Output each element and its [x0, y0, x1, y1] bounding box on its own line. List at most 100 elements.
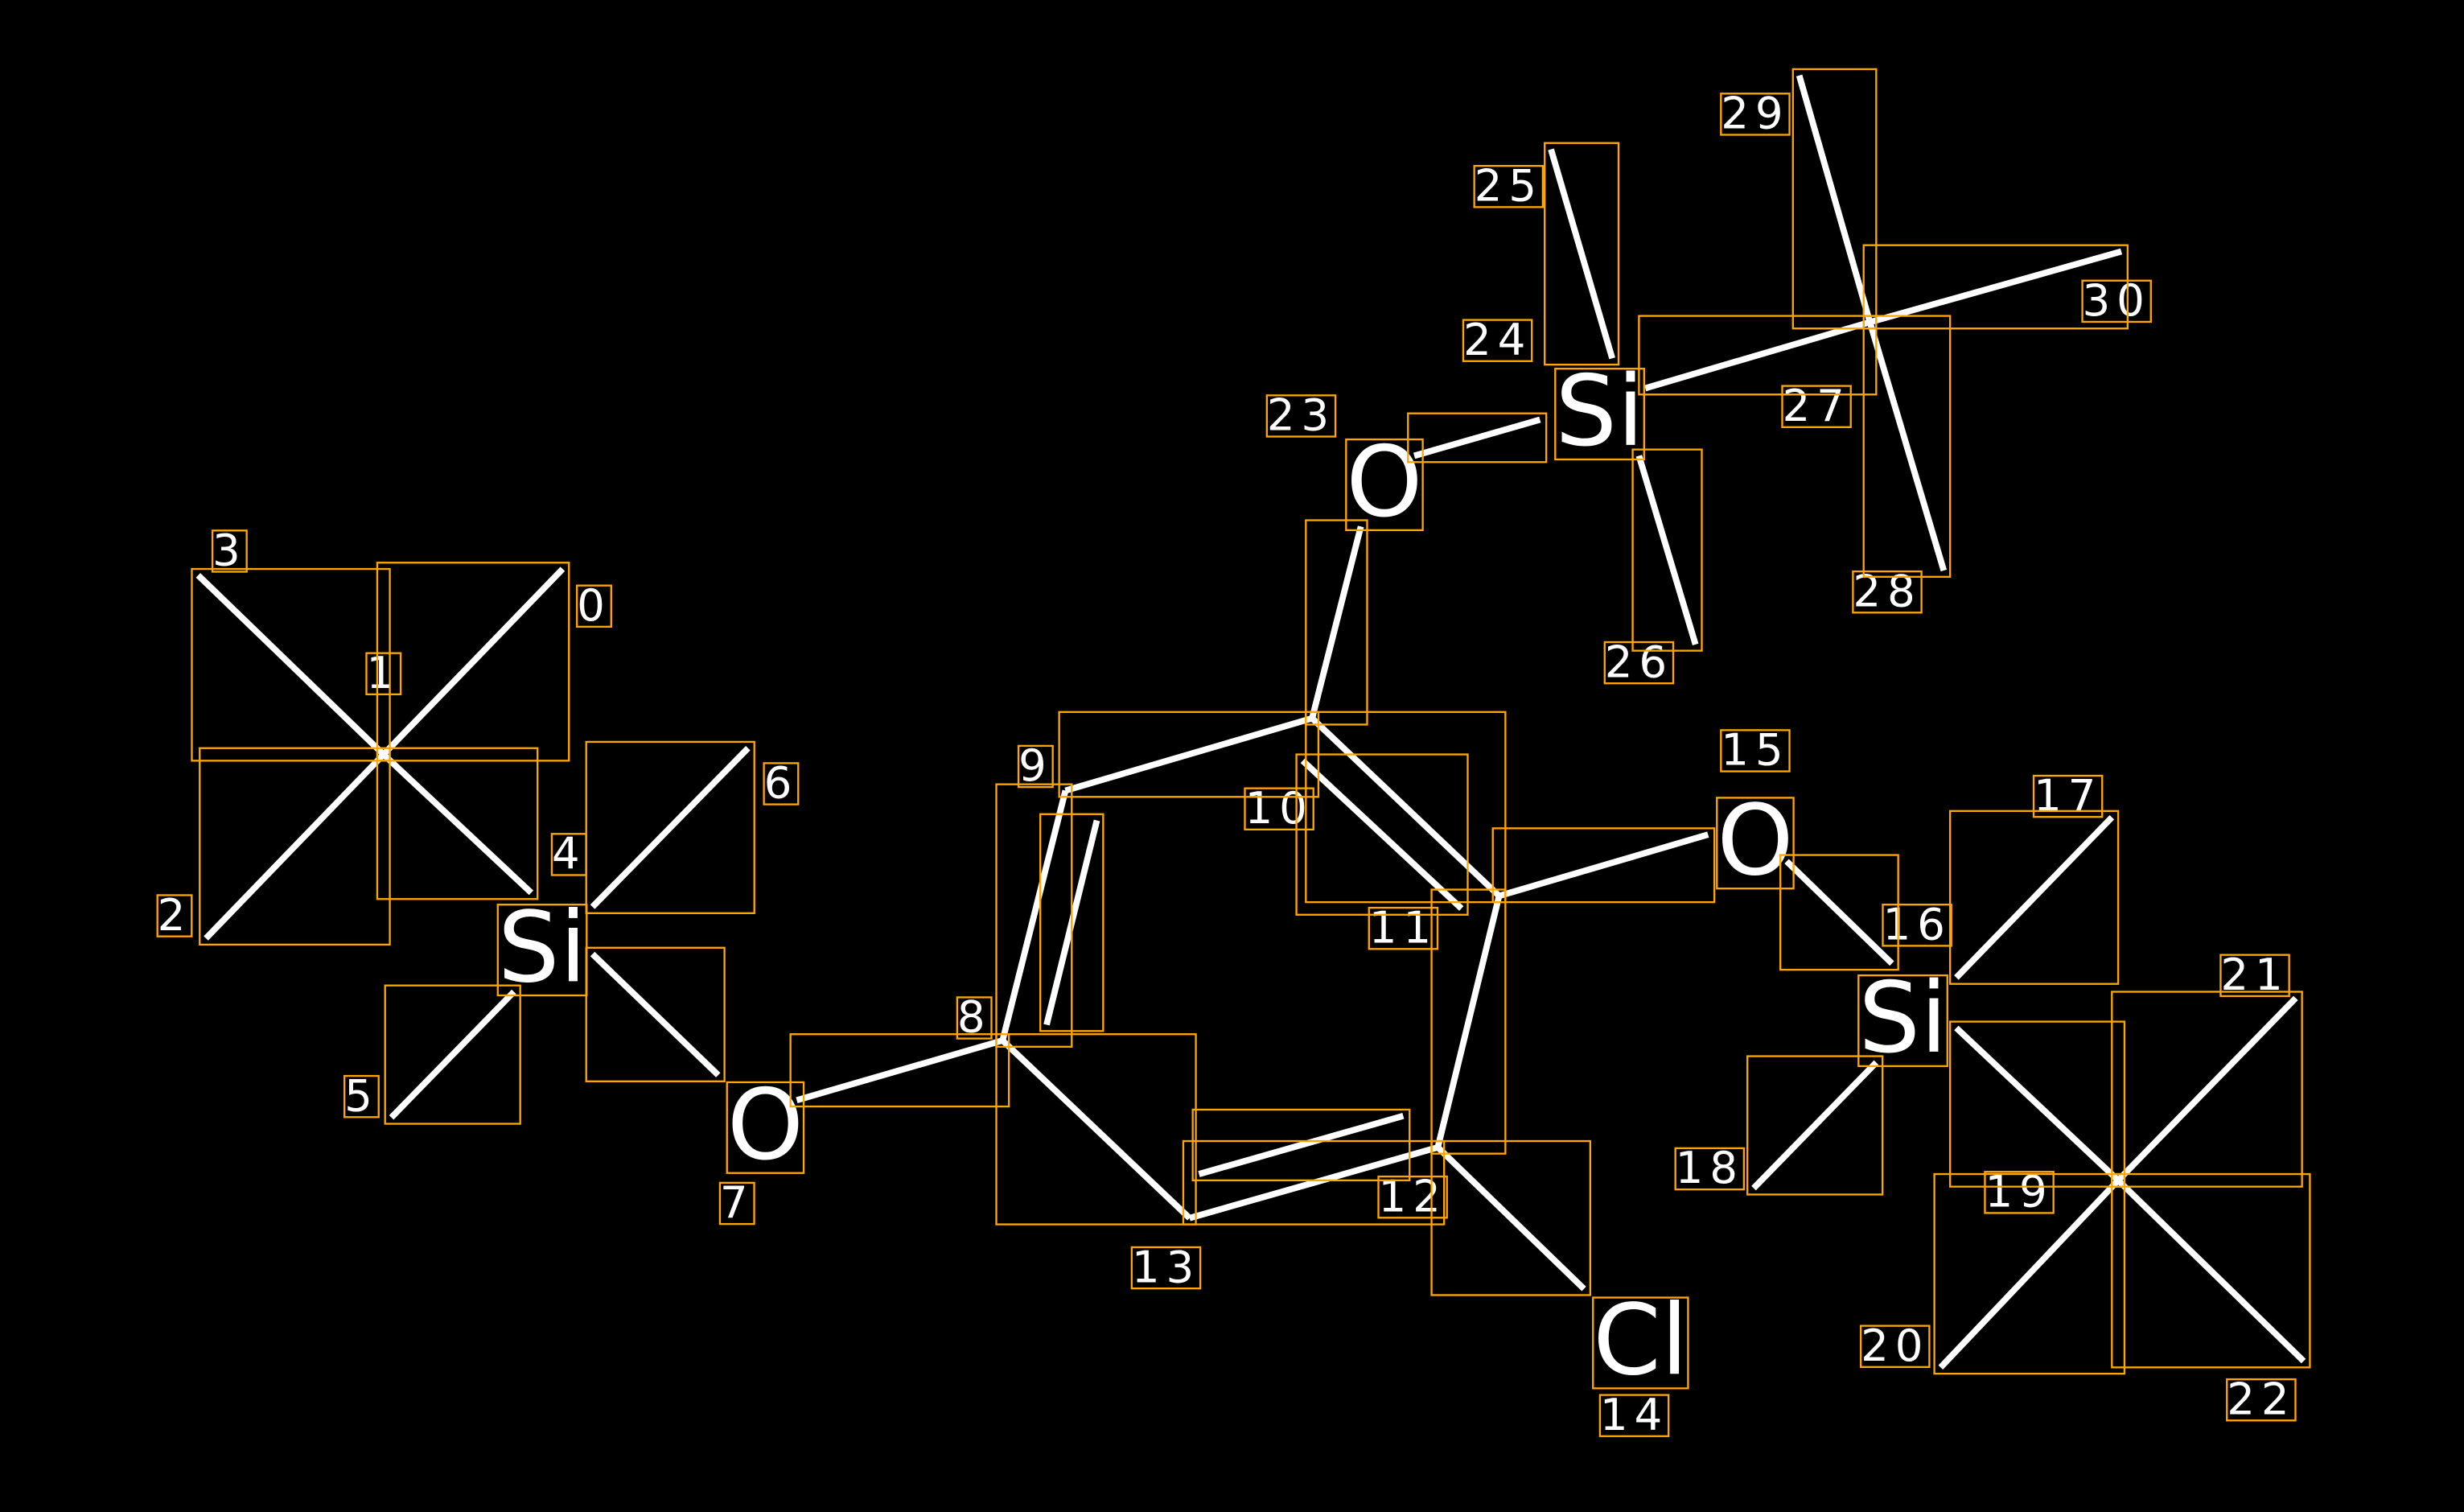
label-bounding-box	[1244, 787, 1314, 831]
bond-bounding-box	[384, 984, 521, 1125]
label-bounding-box	[726, 1081, 805, 1174]
label-bounding-box	[1017, 744, 1054, 789]
label-bounding-box	[1592, 1296, 1689, 1390]
label-bounding-box	[365, 652, 402, 696]
label-bounding-box	[1368, 906, 1439, 950]
atom-index-label: 23	[1267, 389, 1335, 441]
label-bounding-box	[1554, 367, 1645, 461]
bond-line	[1064, 715, 1314, 794]
label-bounding-box	[1882, 904, 1952, 947]
label-bounding-box	[156, 894, 193, 937]
bond-line	[1300, 758, 1464, 911]
bond-bounding-box	[1295, 753, 1469, 916]
atom-index-label: 11	[1369, 901, 1438, 953]
atom-index-label: 18	[1676, 1142, 1744, 1193]
atom-index-label: 6	[764, 757, 799, 809]
atom-index-label: 13	[1132, 1241, 1200, 1292]
bond-line	[389, 989, 516, 1120]
bond-bounding-box	[1039, 813, 1104, 1032]
atom-index-label: 14	[1600, 1389, 1668, 1440]
label-bounding-box	[211, 529, 248, 573]
bond-bounding-box	[995, 783, 1073, 1049]
bond-bounding-box	[1182, 1139, 1446, 1226]
label-bounding-box	[1720, 93, 1791, 136]
bond-line	[1869, 248, 2123, 326]
label-bounding-box	[1984, 1171, 2055, 1214]
label-bounding-box	[576, 584, 612, 628]
label-bounding-box	[2081, 279, 2152, 323]
bond-line	[1635, 455, 1699, 645]
bond-bounding-box	[995, 1033, 1197, 1226]
bond-line	[1434, 895, 1503, 1148]
atom-index-label: 2	[158, 889, 192, 941]
bond-line	[1188, 1144, 1439, 1222]
label-bounding-box	[763, 762, 800, 805]
bond-bounding-box	[1779, 854, 1899, 971]
bond-bounding-box	[199, 747, 391, 946]
bond-line	[1548, 148, 1615, 360]
bond-line	[381, 566, 566, 757]
bond-line	[796, 1037, 1004, 1104]
atom-index-label: 3	[212, 525, 247, 576]
bond-line	[1198, 1113, 1405, 1177]
bond-line	[999, 789, 1069, 1041]
atom-index-label: 17	[2034, 769, 2102, 821]
bond-bounding-box	[191, 567, 391, 762]
atom-si: Si	[1858, 962, 1948, 1075]
bond-line	[195, 573, 386, 757]
atom-index-label: 12	[1379, 1170, 1447, 1222]
label-bounding-box	[2226, 1378, 2297, 1422]
bond-line	[1866, 321, 1948, 572]
bond-line	[590, 745, 751, 909]
bond-bounding-box	[1638, 315, 1878, 396]
bond-line	[1938, 1178, 2121, 1370]
bond-bounding-box	[376, 562, 570, 762]
bond-bounding-box	[1746, 1055, 1884, 1196]
atom-index-label: 10	[1244, 782, 1313, 834]
bond-bounding-box	[1933, 1172, 2126, 1375]
bond-bounding-box	[1430, 888, 1507, 1155]
bond-bounding-box	[1544, 142, 1620, 366]
bond-line	[2116, 995, 2298, 1183]
bond-line	[1309, 525, 1364, 719]
label-bounding-box	[956, 996, 993, 1040]
label-bounding-box	[1473, 164, 1545, 208]
bond-line	[2116, 1178, 2306, 1364]
label-bounding-box	[1265, 394, 1337, 438]
label-bounding-box	[1852, 570, 1923, 614]
atom-cl: Cl	[1593, 1284, 1688, 1398]
bond-line	[1751, 1060, 1879, 1191]
bond-bounding-box	[1948, 1020, 2126, 1188]
label-bounding-box	[1674, 1147, 1746, 1191]
atom-index-label: 30	[2083, 274, 2151, 326]
label-bounding-box	[1345, 438, 1424, 532]
atom-index-label: 1	[366, 647, 401, 698]
atom-index-label: 16	[1882, 898, 1951, 950]
bond-bounding-box	[1862, 315, 1952, 579]
bond-bounding-box	[1791, 68, 1878, 330]
bond-line	[590, 951, 721, 1077]
label-bounding-box	[1857, 974, 1948, 1068]
label-bounding-box	[1720, 729, 1791, 772]
bond-bounding-box	[376, 747, 539, 900]
bounding-box-layer	[156, 68, 2311, 1437]
bond-line	[1435, 1145, 1586, 1292]
bond-line	[1796, 74, 1874, 323]
label-bounding-box	[1716, 797, 1795, 890]
atom-index-label: 27	[1782, 380, 1850, 431]
label-bounding-box	[1462, 319, 1533, 362]
bond-line	[1954, 814, 2115, 980]
atom-o: O	[727, 1069, 804, 1182]
bond-bounding-box	[1862, 244, 2129, 330]
bond-bounding-box	[1631, 448, 1703, 652]
atom-index-label: 4	[552, 828, 586, 880]
bond-bounding-box	[585, 740, 755, 914]
label-bounding-box	[1781, 385, 1852, 428]
atom-index-label: 25	[1475, 159, 1543, 211]
bond-line	[1644, 319, 1871, 392]
bond-line	[1954, 1025, 2121, 1183]
label-bounding-box	[1130, 1246, 1202, 1290]
label-bounding-box	[496, 904, 588, 997]
